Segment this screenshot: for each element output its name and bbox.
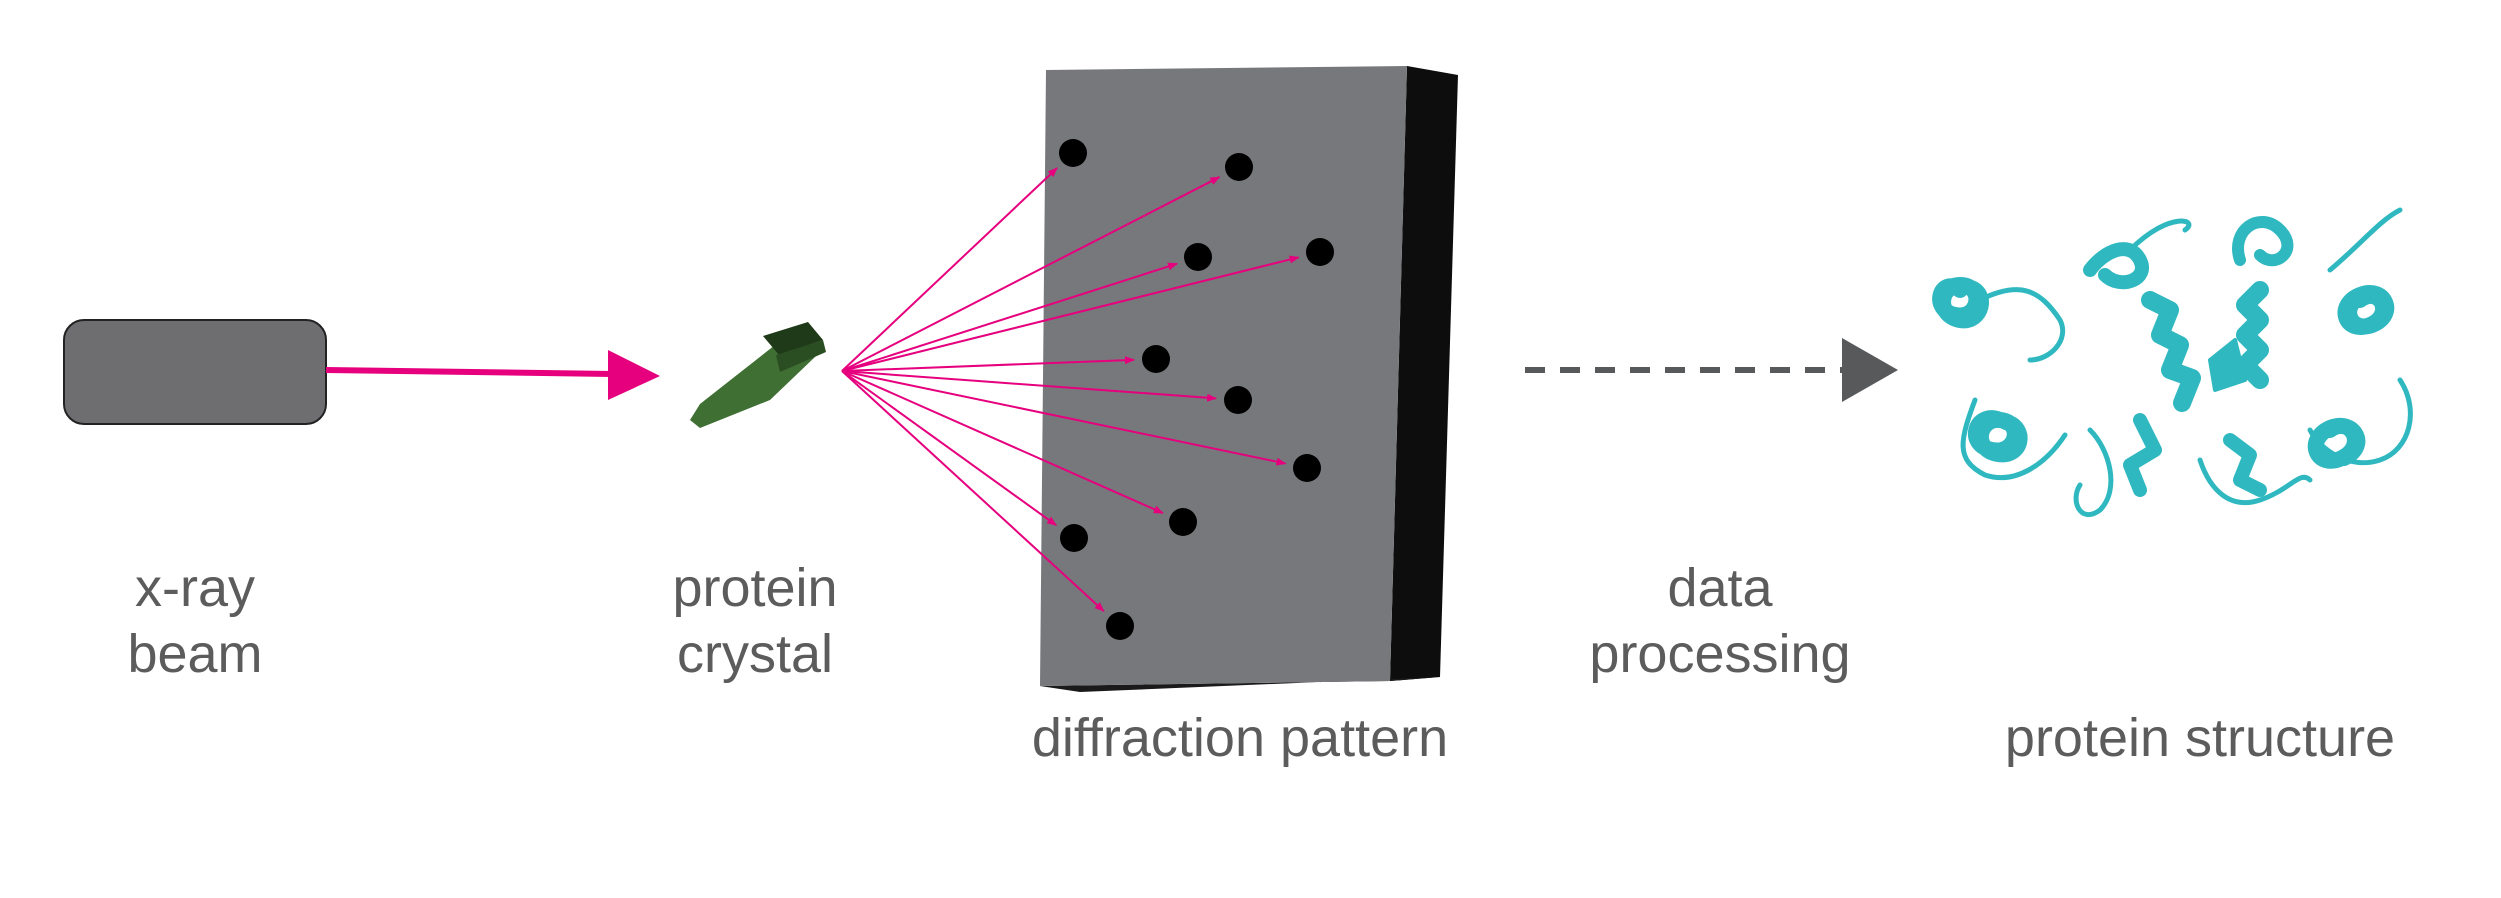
diffraction-spots — [1059, 139, 1334, 640]
diffracted-ray — [841, 262, 1179, 372]
diffraction-spot — [1224, 386, 1252, 414]
xray-beam-label-line1: x-ray — [135, 558, 255, 618]
data-processing-label-line2: processing — [1589, 624, 1851, 684]
data-processing-arrow — [1525, 338, 1898, 402]
diffraction-spot — [1184, 243, 1212, 271]
diffraction-spot — [1306, 238, 1334, 266]
diffraction-spot — [1106, 612, 1134, 640]
diffracted-ray — [841, 356, 1136, 372]
protein-structure-ribbon — [1932, 207, 2413, 518]
xray-beam-label-line2: beam — [127, 624, 263, 684]
protein-structure-label-text: protein structure — [2004, 708, 2396, 768]
xray-source-box — [63, 319, 327, 425]
diffracted-ray — [841, 176, 1221, 372]
diffracted-ray — [841, 167, 1058, 372]
diffracted-ray — [841, 370, 1057, 526]
protein-crystal-icon — [690, 322, 826, 428]
protein-crystal-label-line2: crystal — [676, 624, 833, 684]
diffraction-pattern-label: diffraction pattern — [1000, 705, 1480, 771]
diffracted-rays — [841, 167, 1300, 612]
diffracted-ray — [841, 370, 1164, 515]
protein-crystal-label-line1: protein — [672, 558, 838, 618]
xray-beam-arrow — [325, 350, 660, 400]
diffracted-ray — [841, 370, 1105, 612]
diffracted-ray — [841, 255, 1300, 372]
diffracted-ray — [841, 370, 1218, 402]
data-processing-label-line1: data — [1667, 558, 1773, 618]
diffraction-spot — [1142, 345, 1170, 373]
diffraction-spot — [1059, 139, 1087, 167]
diffraction-spot — [1060, 524, 1088, 552]
diffracted-ray — [841, 370, 1287, 466]
diffraction-spot — [1169, 508, 1197, 536]
xray-beam-label: x-ray beam — [95, 555, 295, 687]
data-processing-label: data processing — [1560, 555, 1880, 687]
diffraction-pattern-label-text: diffraction pattern — [1031, 708, 1449, 768]
protein-crystal-label: protein crystal — [645, 555, 865, 687]
protein-structure-label: protein structure — [1970, 705, 2430, 771]
diffraction-spot — [1225, 153, 1253, 181]
diffraction-spot — [1293, 454, 1321, 482]
